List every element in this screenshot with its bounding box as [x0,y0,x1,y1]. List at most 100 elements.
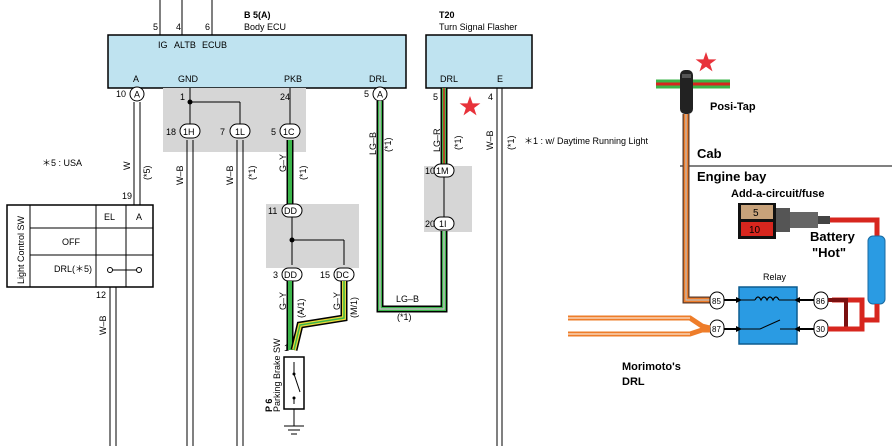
pin-1-label: 1 [180,92,185,102]
connector-1c-num: 5 [271,127,276,137]
flasher-name: Turn Signal Flasher [439,22,517,32]
connector-dd-top-num: 11 [268,206,277,216]
ecu-top-pin-5: 5 [153,22,158,32]
turn-signal-flasher: T20 Turn Signal Flasher DRL E [425,10,533,89]
pin-12-label: 12 [96,290,106,300]
connector-1i-num: 20 [425,219,435,229]
ecu-label-ecub: ECUB [202,40,227,50]
connector-1l-code: 1L [235,127,245,137]
posi-tap-icon [680,70,693,114]
connector-1h: 1H 18 [166,123,201,139]
connector-1m-num: 10 [425,166,435,176]
ecu-label-pkb: PKB [284,74,302,84]
ecu-label-a: A [133,74,139,84]
ecu-top-pin-6: 6 [205,22,210,32]
posi-tap-label: Posi-Tap [710,101,756,113]
ground-wires: 1 W–B W–B (*1) [175,88,257,446]
wire-w-star5: (*5) [142,165,152,180]
light-switch-title: Light Control SW [16,215,26,284]
light-control-switch: Light Control SW EL A OFF DRL(＊5) 12 W–B [6,204,154,446]
ecu-code: B 5(A) [244,10,271,20]
wire-w-label: W [122,161,132,170]
pin-a-circle [129,86,145,102]
relay-pin-30: 30 [816,325,825,334]
ecu-top-pin-4: 4 [176,22,181,32]
ecu-name: Body ECU [244,22,286,32]
wire-w: A 10 W (*5) 19 [116,86,152,205]
connector-1i-code: 1I [439,219,447,229]
pin-10-label: 10 [116,89,126,99]
pin-24-label: 24 [280,92,290,102]
connector-dc-code: DC [336,270,349,280]
light-switch-col-a: A [136,212,142,222]
relay-pin-87: 87 [712,325,721,334]
pin-1-pb-label: 1 [284,343,289,353]
pin-5-drl-label: 5 [364,89,369,99]
wire-lgb-bottom-star1: (*1) [397,312,412,322]
wire-gy-lower-label: G–Y [278,292,288,310]
battery-label-2: "Hot" [812,245,846,260]
connector-1h-code: 1H [183,127,195,137]
wire-wb-2-label: W–B [225,165,235,185]
wire-lgr-label: LG–R [432,128,442,152]
inline-fuse-icon [867,235,886,305]
wire-gy-star1: (*1) [298,165,308,180]
connector-1h-num: 18 [166,127,176,137]
engine-bay-label: Engine bay [697,169,767,184]
pin-drl-letter: A [377,90,383,100]
relay-pin-85: 85 [712,297,721,306]
drl-mod-diagram: Posi-Tap Cab Engine bay Add-a-circuit/fu… [568,52,892,388]
wire-lgb-bottom-label: LG–B [396,294,419,304]
ecu-label-drl: DRL [369,74,387,84]
relay-pin-86: 86 [816,297,825,306]
light-switch-row-drl: DRL(＊5) [54,264,92,274]
wire-m1-label: (M/1) [349,297,359,318]
connector-1l: 1L 7 [220,123,251,139]
wire-drl-lgb: A 5 LG–B (*1) LG–B (*1) [364,86,448,322]
parking-brake-name: Parking Brake SW [272,338,282,412]
flasher-box [425,34,533,89]
wire-a1-label: (A/1) [296,298,306,318]
wire-parking-brake: G–Y (A/1) G–Y (M/1) 1 [278,281,359,353]
note-usa: ＊5 : USA [42,158,82,168]
wire-e-star1: (*1) [506,135,516,150]
wire-flasher-e: 4 W–B (*1) [485,88,516,446]
wire-flasher-lgr: 5 LG–R (*1) 1M 10 1I 20 [425,88,481,231]
fuse-top-value: 5 [753,208,759,219]
pin-19-label: 19 [122,191,132,201]
relay-label: Relay [763,272,787,282]
wire-pkb-gy: 24 1C 5 G–Y (*1) [271,88,308,206]
ecu-label-gnd: GND [178,74,199,84]
connector-1l-num: 7 [220,127,225,137]
battery-label-1: Battery [810,229,856,244]
body-ecu: 5 4 6 B 5(A) Body ECU IG ALTB ECUB A GND… [107,0,407,89]
wire-switch-wb-label: W–B [98,315,108,335]
drl-label-1: Morimoto's [622,361,681,373]
connector-dd-top-code: DD [284,206,297,216]
parking-brake-code: P 6 [264,399,274,412]
wire-wb-1-label: W–B [175,165,185,185]
drl-label-2: DRL [622,376,645,388]
light-switch-row-off: OFF [62,237,80,247]
star-marker-flasher [459,96,481,116]
flasher-pin-5: 5 [433,92,438,102]
flasher-label-drl: DRL [440,74,458,84]
add-circuit-label: Add-a-circuit/fuse [731,188,825,200]
note-drl: ＊1 : w/ Daytime Running Light [524,136,649,146]
connector-1c-code: 1C [283,127,295,137]
ecu-label-altb: ALTB [174,40,196,50]
flasher-pin-4: 4 [488,92,493,102]
flasher-code: T20 [439,10,455,20]
flasher-label-e: E [497,74,503,84]
light-switch-col-el: EL [104,212,115,222]
wire-lgb-star1: (*1) [383,137,393,152]
pin-a-letter: A [134,90,140,100]
wire-lgr-star1: (*1) [453,135,463,150]
connector-1m-code: 1M [436,166,449,176]
connector-dd-bottom: DD 3 DC 15 [273,267,355,282]
star-marker-posi-tap [695,52,717,72]
wire-wb-2-star1: (*1) [247,165,257,180]
wire-gy-label: G–Y [278,154,288,172]
cab-label: Cab [697,146,722,161]
